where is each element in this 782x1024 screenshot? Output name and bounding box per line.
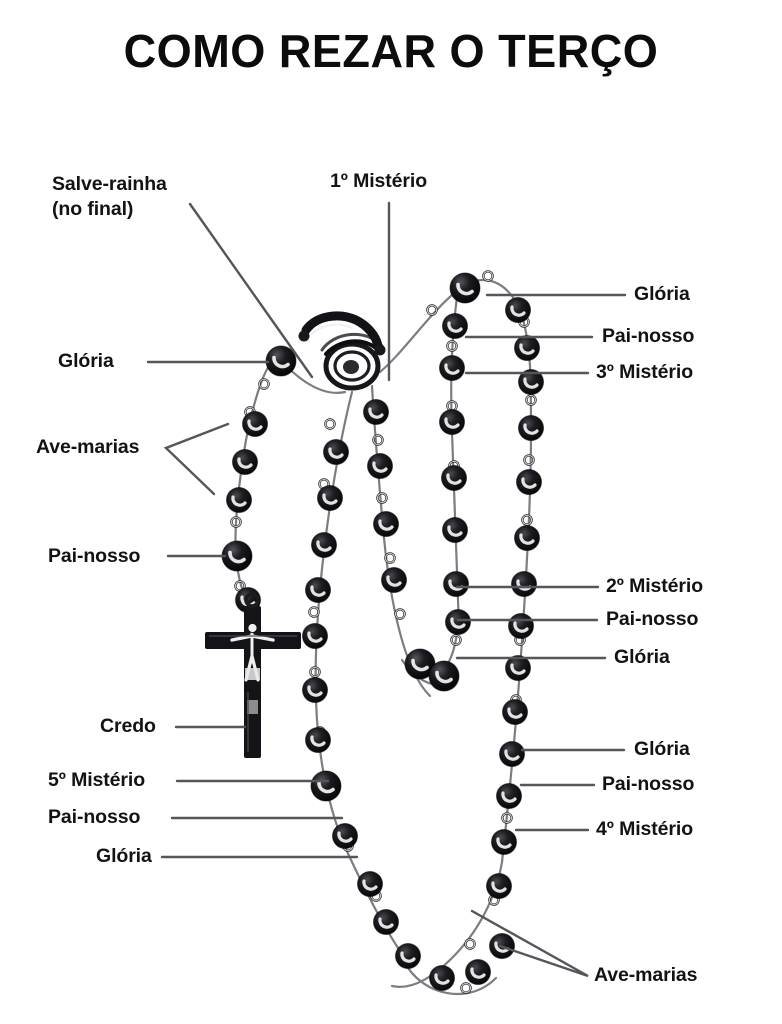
- bead-gloria-left: [264, 344, 298, 378]
- bead-3-misterio: [437, 407, 467, 437]
- bead-ave-maria: [503, 653, 533, 683]
- label-pai-nosso-left-bottom: Pai-nosso: [48, 806, 141, 828]
- bead-ave-maria: [315, 483, 345, 513]
- label-2-misterio: 2º Mistério: [606, 575, 704, 597]
- label-gloria-right-low: Glória: [634, 738, 690, 760]
- label-pai-nosso-right-low: Pai-nosso: [602, 773, 695, 795]
- page-title: COMO REZAR O TERÇO: [123, 25, 659, 77]
- label-credo: Credo: [100, 715, 156, 737]
- label-ave-marias-left: Ave-marias: [36, 436, 140, 458]
- bead-ave-maria: [365, 451, 395, 481]
- label-gloria-right-top: Glória: [634, 283, 690, 305]
- bead-gloria-right-top: [448, 271, 482, 305]
- label-1-misterio: 1º Mistério: [330, 170, 428, 192]
- bead-ave-maria: [484, 871, 514, 901]
- bead-pai-nosso-right-top: [437, 353, 467, 383]
- leader-salve-rainha: [188, 202, 314, 379]
- label-4-misterio: 4º Mistério: [596, 818, 694, 840]
- bead-ave-maria: [512, 523, 542, 553]
- bead-ave-maria: [240, 409, 270, 439]
- label-salve-rainha-line1: Salve-rainha: [52, 173, 167, 195]
- bead-ave-maria: [439, 463, 469, 493]
- bead-ave-maria: [330, 821, 360, 851]
- label-salve-rainha-line2: (no final): [52, 197, 134, 220]
- medal-top-ornament: [298, 311, 386, 356]
- bead-ave-maria: [300, 621, 330, 651]
- bead-ave-maria: [500, 697, 530, 727]
- bead-ave-maria: [440, 515, 470, 545]
- label-5-misterio: 5º Mistério: [48, 769, 146, 791]
- bead-2-misterio: [441, 569, 471, 599]
- bead-ave-maria: [321, 437, 351, 467]
- bead-pai-nosso-right-mid: [509, 569, 539, 599]
- bead-ave-maria: [512, 333, 542, 363]
- label-gloria-right-mid: Glória: [614, 646, 670, 668]
- bead-ave-maria: [516, 413, 546, 443]
- bead-ave-maria: [503, 295, 533, 325]
- label-gloria-left-bottom: Glória: [96, 845, 152, 867]
- bead-junction: [427, 659, 461, 693]
- rosary-beads: [220, 271, 546, 993]
- label-ave-marias-right: Ave-marias: [594, 964, 698, 986]
- bead-ave-maria: [303, 725, 333, 755]
- crucifix: [205, 592, 301, 758]
- label-pai-nosso-right-top: Pai-nosso: [602, 325, 695, 347]
- bead-ave-maria: [309, 530, 339, 560]
- bead-ave-maria: [303, 575, 333, 605]
- bead-ave-maria: [230, 447, 260, 477]
- bead-4-misterio: [489, 827, 519, 857]
- leader-ave-marias-left: [163, 422, 230, 496]
- label-pai-nosso-left: Pai-nosso: [48, 545, 141, 567]
- label-gloria-left-top: Glória: [58, 350, 114, 372]
- bead-ave-maria: [514, 467, 544, 497]
- bead-ave-maria: [355, 869, 385, 899]
- bead-ave-maria: [463, 957, 493, 987]
- bead-gloria-right-low: [497, 739, 527, 769]
- bead-ave-maria: [371, 509, 401, 539]
- leader-lines: [146, 201, 627, 978]
- bead-ave-maria: [440, 311, 470, 341]
- bead-ave-maria: [224, 485, 254, 515]
- label-3-misterio: 3º Mistério: [596, 361, 694, 383]
- bead-pai-nosso-right-low: [494, 781, 524, 811]
- bead-ave-maria: [379, 565, 409, 595]
- bead-pai-nosso-left: [220, 539, 254, 573]
- bead-ave-maria: [300, 675, 330, 705]
- bead-ave-maria: [371, 907, 401, 937]
- bead-gloria-right-mid: [506, 611, 536, 641]
- bead-ave-maria: [443, 607, 473, 637]
- leader-ave-marias-right: [470, 909, 589, 978]
- bead-ave-maria: [393, 941, 423, 971]
- bead-ave-maria: [361, 397, 391, 427]
- bead-5-misterio: [309, 769, 343, 803]
- bead-ave-maria: [427, 963, 457, 993]
- label-pai-nosso-right-mid: Pai-nosso: [606, 608, 699, 630]
- label-salve-rainha: Salve-rainha (no final): [52, 172, 167, 222]
